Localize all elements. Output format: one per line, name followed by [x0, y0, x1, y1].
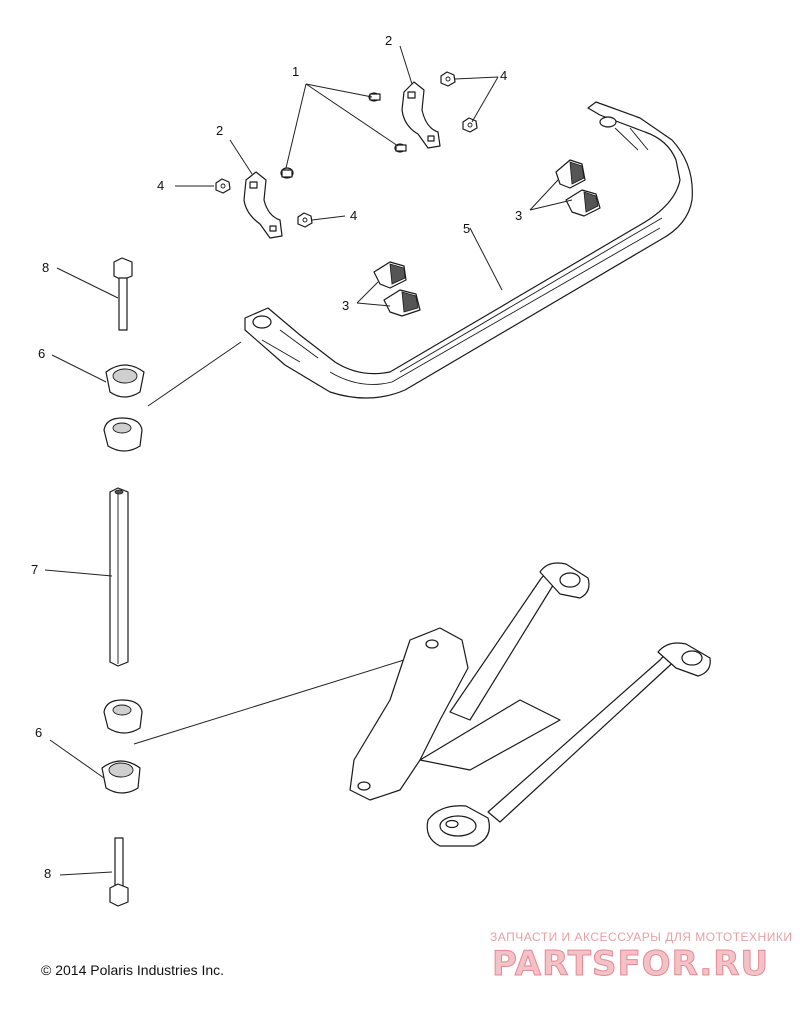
callout-7: 7: [31, 562, 38, 577]
long-bolt-lower: [109, 837, 129, 907]
small-bolt: [280, 92, 407, 179]
callout-6-lower: 6: [35, 725, 42, 740]
frame-a-arm-assembly: [349, 562, 711, 847]
callout-8-lower: 8: [44, 866, 51, 881]
callout-3-upper: 3: [515, 208, 522, 223]
callout-3-lower: 3: [342, 298, 349, 313]
leader-lines: [44, 45, 573, 876]
callout-2-lower: 2: [216, 123, 223, 138]
callout-labels: 1 2 2 4 4 4 3 3 5 8 6 7 6 8: [31, 33, 522, 881]
callout-4-left: 4: [157, 178, 164, 193]
callout-5: 5: [463, 221, 470, 236]
bushing-pair-upper: [555, 159, 601, 217]
bushing-pair-lower: [373, 261, 421, 317]
clamp-upper: [401, 81, 441, 149]
callout-1: 1: [292, 64, 299, 79]
copyright-notice: © 2014 Polaris Industries Inc.: [41, 962, 225, 978]
callout-8-upper: 8: [42, 260, 49, 275]
callout-6-upper: 6: [38, 346, 45, 361]
nut: [215, 71, 478, 228]
clamp-lower: [243, 171, 283, 239]
link-bushing: [101, 364, 145, 794]
callout-4-upper: 4: [500, 68, 507, 83]
long-bolt-upper: [113, 257, 133, 331]
callout-4-middle: 4: [350, 208, 357, 223]
watermark-logo: PARTSFOR.RU: [491, 944, 770, 985]
watermark-tagline: ЗАПЧАСТИ И АКСЕССУАРЫ ДЛЯ МОТОТЕХНИКИ: [490, 930, 793, 944]
link-rod: [109, 487, 129, 667]
stabilizer-bar: [244, 101, 693, 399]
callout-2-upper: 2: [385, 33, 392, 48]
